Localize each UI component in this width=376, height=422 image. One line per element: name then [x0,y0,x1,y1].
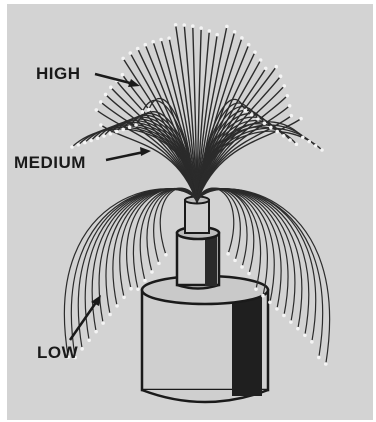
fiber-tip [254,287,258,291]
fiber-tip [129,287,133,291]
fiber-tip [136,287,140,291]
fiber-tip [134,123,138,127]
fiber-tip [274,65,278,69]
fiber-tip [128,125,132,129]
fiber-tip [261,294,265,298]
fiber-tip [314,144,318,148]
fiber-tip [247,43,251,47]
fiber-tip [174,23,178,27]
fiber-tip [102,134,106,138]
label-high: HIGH [36,65,81,82]
fiber-tip [240,36,244,40]
fiber-tip [121,57,125,61]
fiber-tip [99,100,103,104]
fiber-tip [199,26,203,30]
fiber-tip [259,58,263,62]
fiber-tip [295,142,299,146]
fiber-tip [159,38,163,42]
label-low: LOW [37,344,78,361]
fiber-tip [268,301,272,305]
fiber-tip [80,347,84,351]
fiber-tip [282,314,286,318]
fiber-tip [247,272,251,276]
fiber-tip [208,29,212,33]
fiber-tip [299,117,303,121]
fiber-tip [253,50,257,54]
fiber-tip [317,356,321,360]
neck-shadow [205,236,217,286]
fiber-tip [263,121,267,125]
fiber-tip [264,67,268,71]
fiber-tip [307,140,311,144]
fiber-tip [83,141,87,145]
fiber-tip [144,43,148,47]
fiber-tip [182,23,186,27]
fiber-tip [285,94,289,98]
fiber-tip [147,108,151,112]
arrow-low [70,301,97,340]
fiber-tip [301,136,305,140]
fiber-tip [157,262,161,266]
fiber-tip [143,279,147,283]
fiber-tip [288,138,292,142]
fiber-tip [121,128,125,132]
fiber-tip [279,74,283,78]
label-medium: MEDIUM [14,154,86,171]
fiber-tip [104,93,108,97]
arrow-medium [106,152,144,160]
fiber-tip [191,24,195,28]
fiber-tip [233,30,237,34]
fiber-tip [109,132,113,136]
fiber-tip [164,253,168,257]
arrow-high [95,74,134,84]
fiber-tip [288,104,292,108]
fiber-tip [303,333,307,337]
fiber-tip [115,130,119,134]
lamp-base [142,276,268,402]
fiber-tip [310,340,314,344]
fiber-tip [296,327,300,331]
fiber-tip [121,73,125,77]
fiber-tip [215,33,219,37]
fiber-tip [243,109,247,113]
fiber-tip [151,40,155,44]
fiber-tip [89,139,93,143]
fiber-tip [128,51,132,55]
fiber-tip [225,25,229,29]
lamp-neck [177,227,219,289]
fiber-tip [320,148,324,152]
fiber-tip [282,84,286,88]
fiber-tip [77,143,81,147]
fiber-tip [108,313,112,317]
fiber-tip [150,270,154,274]
fiber-tip [136,47,140,51]
base-shadow [232,292,262,396]
fiber-tip [250,113,254,117]
fiber-tip [96,136,100,140]
fiber-tip [122,296,126,300]
fiber-tip [109,86,113,90]
fiber-tip [87,338,91,342]
fiber-tip [282,134,286,138]
fiber-tip [240,265,244,269]
fiber-tip [101,321,105,325]
fiber-tip [226,252,230,256]
fiber-tip [99,123,103,127]
fiber-tip [233,259,237,263]
arrowhead-medium [140,147,151,156]
fiber-tip [324,362,328,366]
fiber-tip [289,320,293,324]
fiber-tip [275,130,279,134]
fiber-tip [269,126,273,130]
fiber-tip [141,110,145,114]
fiber-tip [94,330,98,334]
fiber-tip [115,304,119,308]
fiber-tip [275,307,279,311]
fiber-tip [256,117,260,121]
fiber-tip [167,36,171,40]
fiber-tip [290,114,294,118]
fiber-tip [95,108,99,112]
fiber-tip [70,145,74,149]
